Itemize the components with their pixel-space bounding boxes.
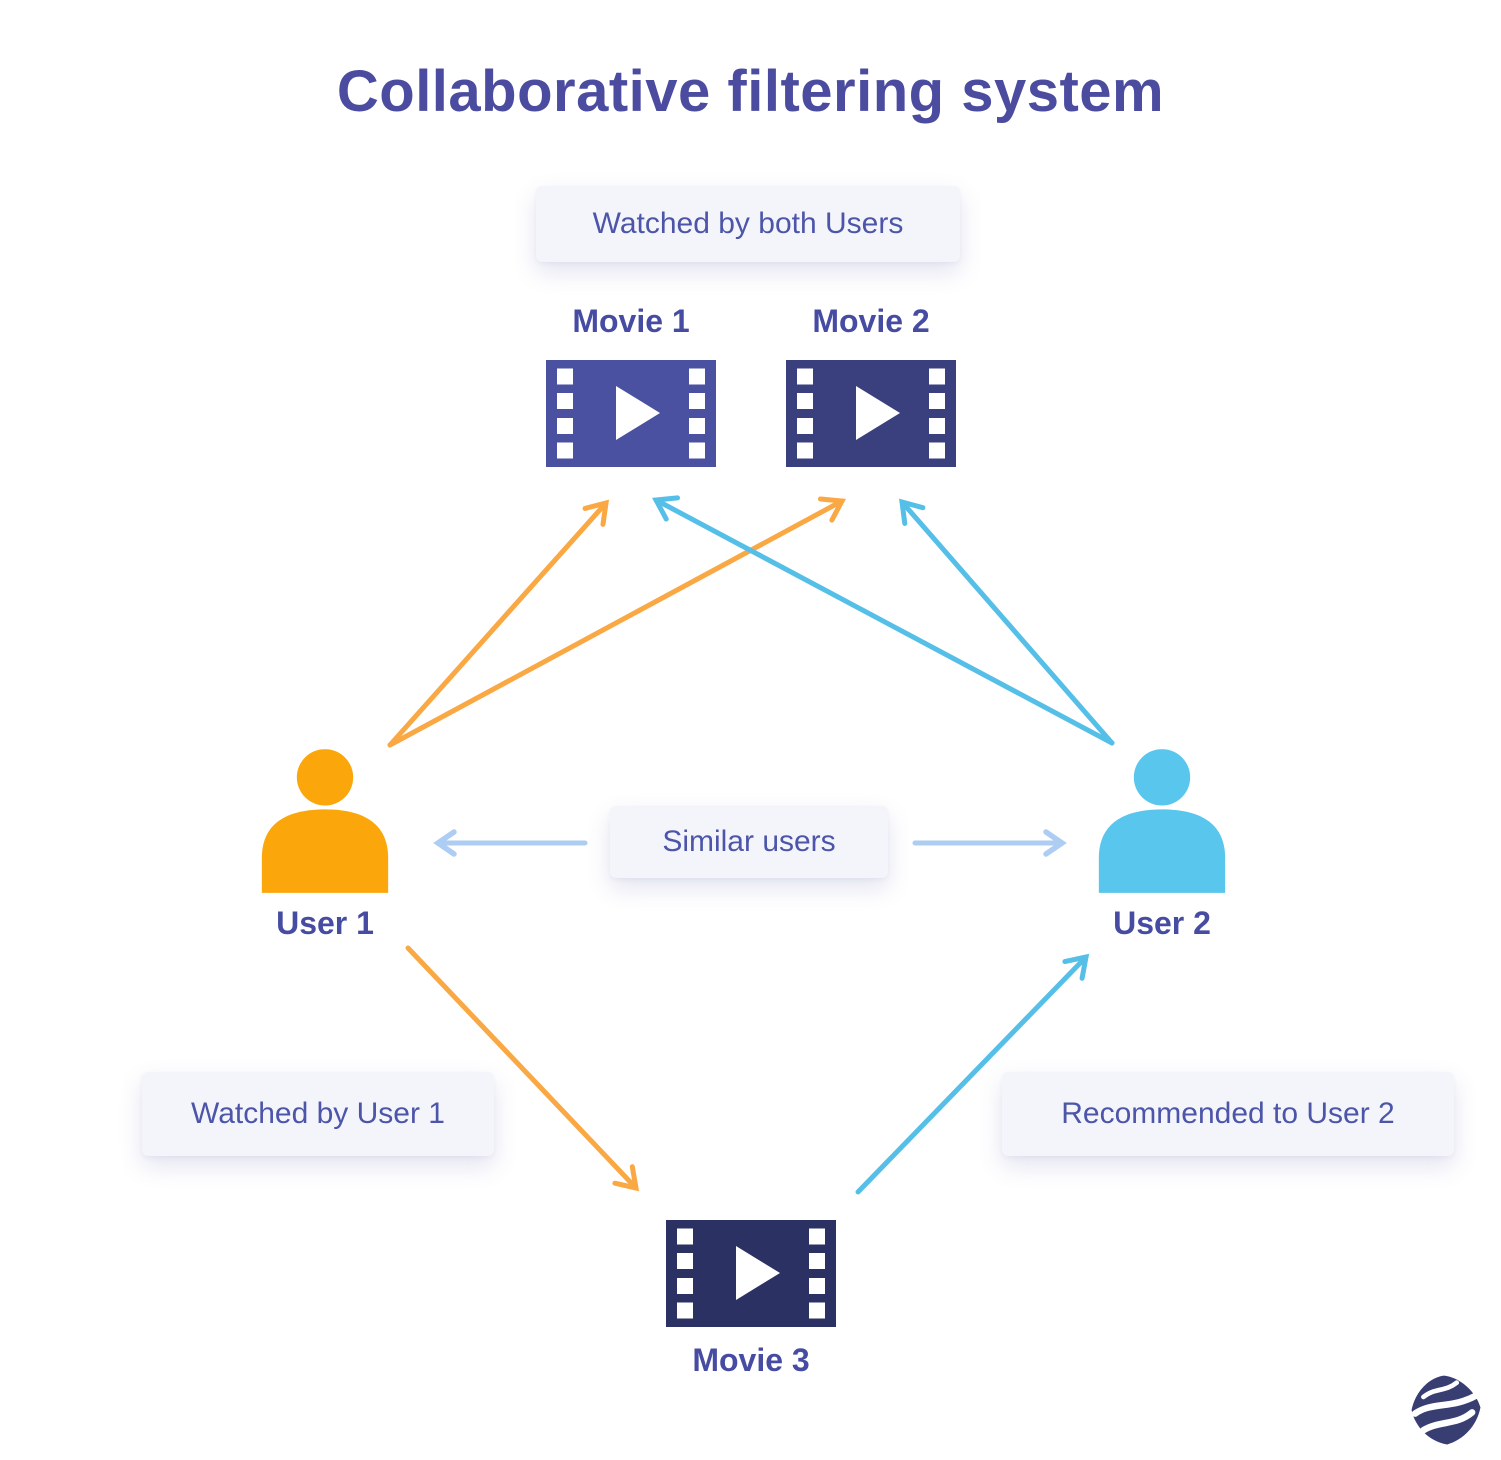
edge-user2-movie2: [899, 498, 1115, 746]
user2-person-icon: [1094, 749, 1230, 895]
page-title: Collaborative filtering system: [336, 59, 1165, 124]
movie3-film-icon: [666, 1220, 836, 1327]
movie2-film-icon: [786, 360, 956, 467]
movie2-label: Movie 2: [812, 303, 930, 339]
user2-label: User 2: [1113, 905, 1211, 941]
movie1-label: Movie 1: [572, 303, 690, 339]
watched-by-both-users-box: Watched by both Users: [536, 186, 960, 262]
watched-by-user1-box: Watched by User 1: [142, 1072, 494, 1156]
recommended-to-user2-box: Recommended to User 2: [1002, 1072, 1454, 1156]
edge-user2-movie1: [652, 495, 1115, 746]
wave-globe-logo: [1411, 1375, 1481, 1445]
similar-users-box: Similar users: [610, 806, 888, 878]
edge-user1-movie2: [387, 496, 846, 748]
movie3-label: Movie 3: [692, 1342, 810, 1378]
edge-user1-movie1: [387, 499, 610, 748]
movie1-film-icon: [546, 360, 716, 467]
user1-person-icon: [257, 749, 393, 895]
user1-label: User 1: [276, 905, 374, 941]
